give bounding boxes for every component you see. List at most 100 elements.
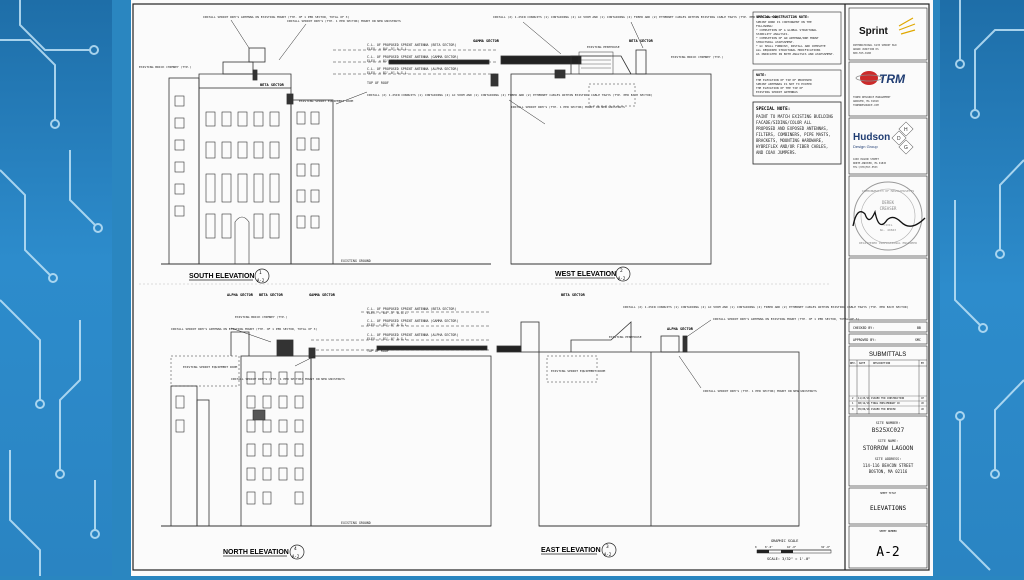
west-elevation (500, 49, 712, 265)
note-line: THE ELEVATION OF TIP OF PROPOSED (756, 78, 812, 82)
elevation-note: ELEV. = 81'-0" A.G.L. (367, 337, 409, 341)
hudson-subtitle: Design Group (853, 144, 878, 149)
note-box: NOTE: THE ELEVATION OF TIP OF PROPOSED S… (752, 69, 842, 97)
submittal-cell: CP (921, 397, 924, 400)
graphic-scale: GRAPHIC SCALE 0 8'-0" 16'-0" 32'-0" SCAL… (755, 539, 832, 561)
sector-label: ALPHA SECTOR (667, 327, 694, 331)
submittals-header: DATE (859, 361, 866, 365)
submittal-cell: 1 (852, 402, 854, 405)
elevation-note: ELEV. = 81'-0" A.G.L. (367, 59, 409, 63)
callout-text: EXISTING SPRINT EQUIPMENT ROOM (183, 365, 237, 369)
sector-label: ALPHA SECTOR (227, 293, 254, 297)
circuit-pattern-icon (954, 0, 1024, 571)
submittal-cell: FINAL PRELIMINARY CD (871, 402, 900, 405)
engineer-stamp-icon (853, 181, 923, 251)
checked-by-label: CHECKED BY: (853, 326, 874, 330)
elevation-note: EXISTING GROUND (341, 521, 371, 525)
callout-text: INSTALL SPRINT RRH'S ANTENNA ON EXISTING… (171, 327, 317, 331)
sector-label: BETA SECTOR (259, 293, 284, 297)
note-line: STRUCTURAL ASSESSMENT. (756, 40, 795, 44)
callout-text: INSTALL (2) 1.25IN CONDUITS (1) CONTAINI… (623, 305, 909, 309)
note-line: SPRINT WORK IS CONTINGENT ON THE (756, 20, 812, 24)
special-note: SPECIAL NOTE: PAINT TO MATCH EXISTING BU… (752, 101, 842, 165)
note-line: STABILITY ANALYSIS. (756, 32, 789, 36)
title-block: Sprint INTERNATIONAL 6135 SPRINT BLD GRA… (848, 7, 928, 569)
sector-label: GAMMA SECTOR (309, 293, 336, 297)
trm-globe-icon (860, 71, 878, 85)
site-address-label: SITE ADDRESS: (875, 457, 902, 461)
trm-address-line: TOWER RESOURCE MANAGEMENT (853, 95, 891, 99)
stamp-text: CIVIL (883, 223, 892, 227)
callout-text: INSTALL SPRINT RRH'S (TYP. 1 PER SECTOR)… (703, 389, 817, 393)
drawing-sheet: SOUTH ELEVATION 1 A-2 WEST ELEVATION 2 A… (131, 0, 933, 576)
stamp-text: No. 49843 (880, 228, 896, 232)
note-line: PAINT TO MATCH EXISTING BUILDING (756, 114, 834, 119)
hdg-letter: H (904, 127, 908, 133)
submittals-header: BY (921, 361, 925, 365)
callout-text: INSTALL SPRINT RRH'S (TYP. 1 PER SECTOR)… (287, 19, 401, 23)
callout-text: EXISTING SPRINT EQUIPMENT ROOM (551, 369, 605, 373)
south-elevation-title: SOUTH ELEVATION (189, 273, 254, 280)
scale-tick: 8'-0" (765, 545, 773, 549)
site-name-label: SITE NAME: (878, 439, 898, 443)
elevation-note: ELEV. = 84'-5" A.G.L. (367, 47, 409, 51)
sector-label: BETA SECTOR (629, 39, 654, 43)
sheet-number: A-2 (876, 545, 899, 560)
site-number: BS25XC027 (872, 427, 905, 434)
circuit-pattern-icon (0, 0, 103, 576)
east-elevation (496, 321, 800, 527)
sector-label: BETA SECTOR (260, 83, 285, 87)
hudson-logo: Hudson (853, 132, 890, 143)
stamp-text: REGISTERED PROFESSIONAL ENGINEER (859, 241, 917, 245)
elevation-note: C.L. OF PROPOSED SPRINT ANTENNA (ALPHA S… (367, 333, 458, 337)
elevation-note: TOP OF ROOF (367, 349, 389, 353)
elevation-note: ELEV. = 81'-0" A.G.L. (367, 71, 409, 75)
north-sheet: A-2 (292, 554, 300, 559)
hdg-letter: G (904, 145, 908, 151)
site-name: STORROW LAGOON (863, 445, 914, 452)
scale-tick: 16'-0" (787, 545, 797, 549)
north-ref: 4 (294, 546, 297, 552)
hudson-address-line: 1600 OSGOOD STREET (853, 158, 879, 161)
note-line: * COMPLETION OF AN ANTENNA/RRH MOUNT (756, 36, 819, 40)
east-elevation-title: EAST ELEVATION (541, 547, 601, 554)
note-line: EXISTING SPRINT ANTENNAS (756, 90, 798, 94)
detail-marker-icon (615, 266, 631, 282)
note-title: SPECIAL CONSTRUCTION NOTE: (756, 15, 809, 19)
callout-text: EXISTING SPRINT EQUIPMENT ROOM (299, 99, 353, 103)
submittals-title: SUBMITTALS (869, 352, 906, 358)
submittal-cell: 08/12/16 (858, 402, 870, 405)
stamp-text: COMMONWEALTH OF MASSACHUSETTS (862, 189, 915, 193)
note-line: BRACKETS, MOUNTING HARDWARE, (756, 138, 823, 143)
note-line: AND COAX JUMPERS. (756, 150, 797, 155)
hudson-address-line: NORTH ANDOVER, MA 01845 (853, 162, 887, 165)
detail-marker-icon (254, 268, 270, 284)
note-title: NOTE: (756, 73, 766, 77)
sprint-address-line: 800-555-0100 (853, 51, 872, 55)
note-line: FILTERS, COMBINERS, PIPE MASTS, (756, 132, 831, 137)
note-line: THE ELEVATION OF THE TIP OF (756, 86, 803, 90)
stamp-text: CREASER (880, 206, 897, 211)
elevation-note: C.L. OF PROPOSED SPRINT ANTENNA (BETA SE… (367, 307, 456, 311)
hdg-letter: D (897, 136, 901, 142)
elevation-note: C.L. OF PROPOSED SPRINT ANTENNA (ALPHA S… (367, 67, 458, 71)
elevation-note: C.L. OF PROPOSED SPRINT ANTENNA (GAMMA S… (367, 55, 458, 59)
callout-text: INSTALL SPRINT RRH'S ANTENNA ON EXISTING… (713, 317, 859, 321)
sprint-address-line: INTERNATIONAL 6135 SPRINT BLD (853, 43, 897, 47)
note-line: SPRINT ANTENNAS IS NOT TO EXCEED (756, 82, 812, 86)
sector-label: BETA SECTOR (561, 293, 586, 297)
note-line: FACADE/SIDING/COLOR ALL (756, 120, 812, 125)
note-line: * GC SHALL FURNISH, INSTALL AND COMPLETE (756, 44, 826, 48)
submittal-cell: ISSUED FOR REVIEW (871, 408, 896, 411)
submittals-header: REV. (850, 361, 856, 365)
east-sheet: A-2 (604, 552, 612, 557)
submittal-cell: ISSUED FOR CONSTRUCTION (871, 397, 905, 400)
submittal-cell: 05/06/16 (858, 408, 870, 411)
elevation-note: ELEV. = 81'-0" A.G.L. (367, 323, 409, 327)
stamp-text: DEREK (882, 200, 895, 205)
callout-text: EXISTING PENTHOUSE (587, 45, 620, 49)
callout-text: INSTALL (2) 1.25IN CONDUITS (1) CONTAINI… (367, 93, 653, 97)
signature-icon (852, 209, 926, 227)
approved-by-value: SMC (915, 338, 921, 342)
callout-text: EXISTING BRICK CHIMNEY (TYP.) (235, 315, 288, 319)
